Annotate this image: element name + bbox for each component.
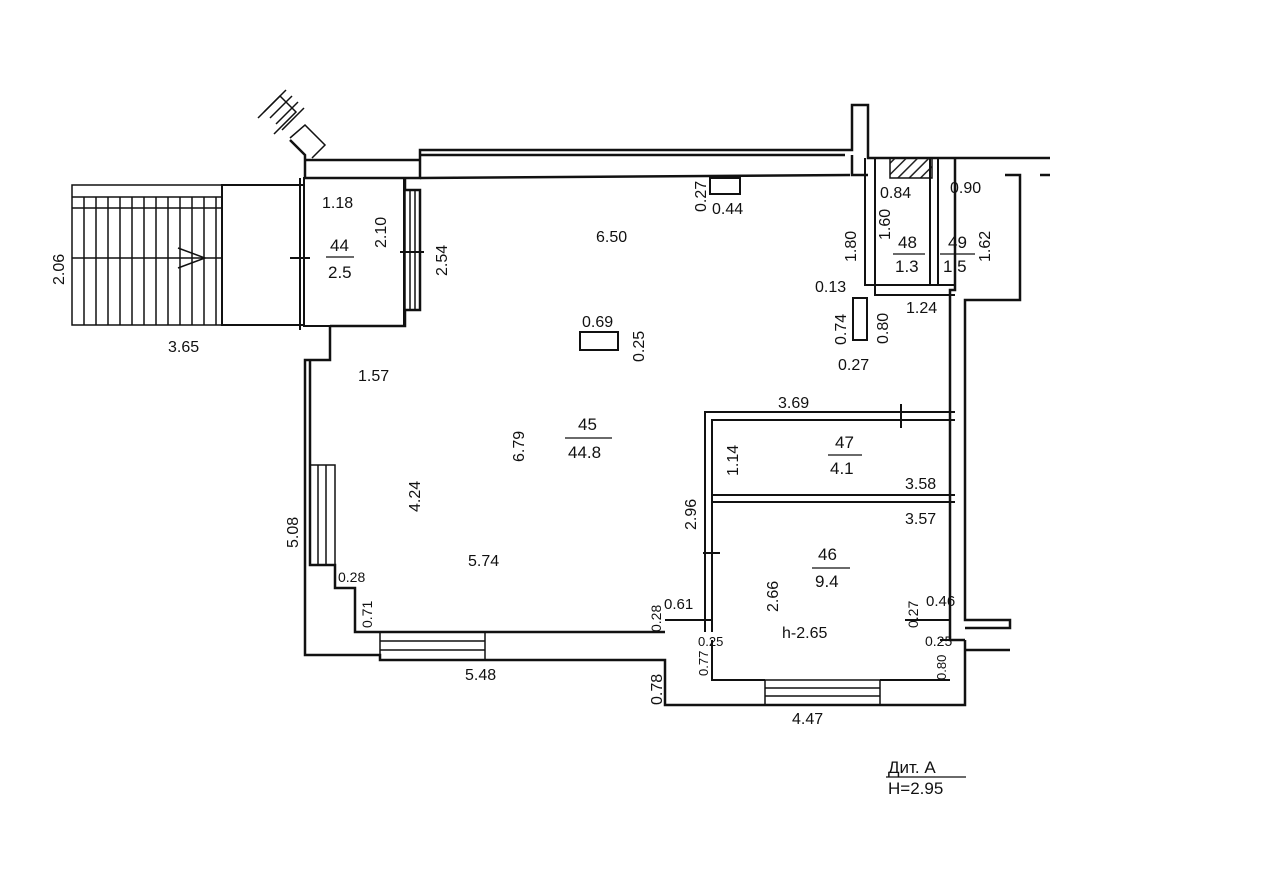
stair-arrow-head: [177, 247, 208, 269]
dimension-label: 0.78: [649, 674, 666, 705]
dimension-label: 6.79: [511, 431, 528, 462]
dimension-label: 0.71: [359, 601, 375, 628]
room-48-area: 1.3: [895, 257, 919, 276]
room-49-number: 49: [948, 233, 967, 252]
upper-steps: [257, 89, 327, 159]
dimension-label: 1.24: [906, 300, 937, 317]
dimension-label: 1.14: [725, 445, 742, 476]
room-45-area: 44.8: [568, 443, 601, 462]
room-44-number: 44: [330, 236, 349, 255]
dimension-label: 2.10: [373, 217, 390, 248]
dimension-label: 0.25: [631, 331, 648, 362]
dimension-label: 3.57: [905, 511, 936, 528]
room-47-number: 47: [835, 433, 854, 452]
dimension-label: 6.50: [596, 229, 627, 246]
room-labels: 44 2.5 45 44.8 46 9.4 47 4.1 48 1.3 49 1…: [326, 233, 975, 642]
room-47-area: 4.1: [830, 459, 854, 478]
dimension-label: 4.47: [792, 711, 823, 728]
dimension-label: 4.24: [407, 481, 424, 512]
building-title: Дит. А: [888, 758, 936, 777]
room-45-number: 45: [578, 415, 597, 434]
dimension-label: 0.28: [648, 605, 664, 632]
staircase: [71, 184, 223, 326]
dimension-label: 0.27: [693, 181, 710, 212]
dimension-label: 0.61: [664, 596, 693, 613]
dimension-label: 1.18: [322, 195, 353, 212]
ceiling-height-label: h-2.65: [782, 625, 827, 642]
dimension-label: 0.13: [815, 279, 846, 296]
dimension-label: 5.08: [285, 517, 302, 548]
dimension-label: 2.66: [765, 581, 782, 612]
dimension-label: 3.69: [778, 395, 809, 412]
room-44-walls: [221, 177, 405, 330]
dimension-labels: 2.06 3.65 1.18 2.10 2.54 6.50 0.27 0.44 …: [51, 180, 994, 728]
dimension-label: 3.58: [905, 476, 936, 493]
dimension-label: 0.44: [712, 201, 743, 218]
title-block: Дит. А H=2.95: [886, 758, 966, 798]
room-49-area: 1.5: [943, 257, 967, 276]
dimension-label: 0.74: [833, 314, 850, 345]
dimension-label: 0.90: [950, 180, 981, 197]
dimension-label: 1.62: [977, 231, 994, 262]
dimension-label: 2.54: [434, 245, 451, 276]
dimension-label: 5.48: [465, 667, 496, 684]
dimension-label: 5.74: [468, 553, 499, 570]
dimension-label: 0.80: [875, 313, 892, 344]
stair-treads: [83, 197, 217, 325]
dimension-label: 0.25: [698, 634, 723, 649]
dimension-label: 2.96: [683, 499, 700, 530]
dimension-label: 0.77: [696, 651, 711, 676]
dimension-label: 3.65: [168, 339, 199, 356]
exterior-walls: [289, 103, 1050, 707]
dimension-label: 1.57: [358, 368, 389, 385]
windows: [309, 189, 881, 706]
dimension-label: 0.28: [338, 569, 365, 585]
room-44-area: 2.5: [328, 263, 352, 282]
dimension-label: 1.80: [843, 231, 860, 262]
dimension-label: 0.27: [838, 357, 869, 374]
building-height: H=2.95: [888, 779, 943, 798]
dimension-label: 2.06: [51, 254, 68, 285]
interior-walls: [290, 158, 955, 681]
dimension-label: 1.60: [877, 209, 894, 240]
dimension-label: 0.27: [905, 601, 921, 628]
dimension-label: 0.84: [880, 185, 911, 202]
room-46-number: 46: [818, 545, 837, 564]
dimension-label: 0.69: [582, 314, 613, 331]
room-46-area: 9.4: [815, 572, 839, 591]
hatched-column: [889, 157, 933, 179]
room-48-number: 48: [898, 233, 917, 252]
dimension-label: 0.25: [925, 633, 952, 649]
dimension-label: 0.80: [934, 655, 949, 680]
dimension-label: 0.46: [926, 593, 955, 610]
